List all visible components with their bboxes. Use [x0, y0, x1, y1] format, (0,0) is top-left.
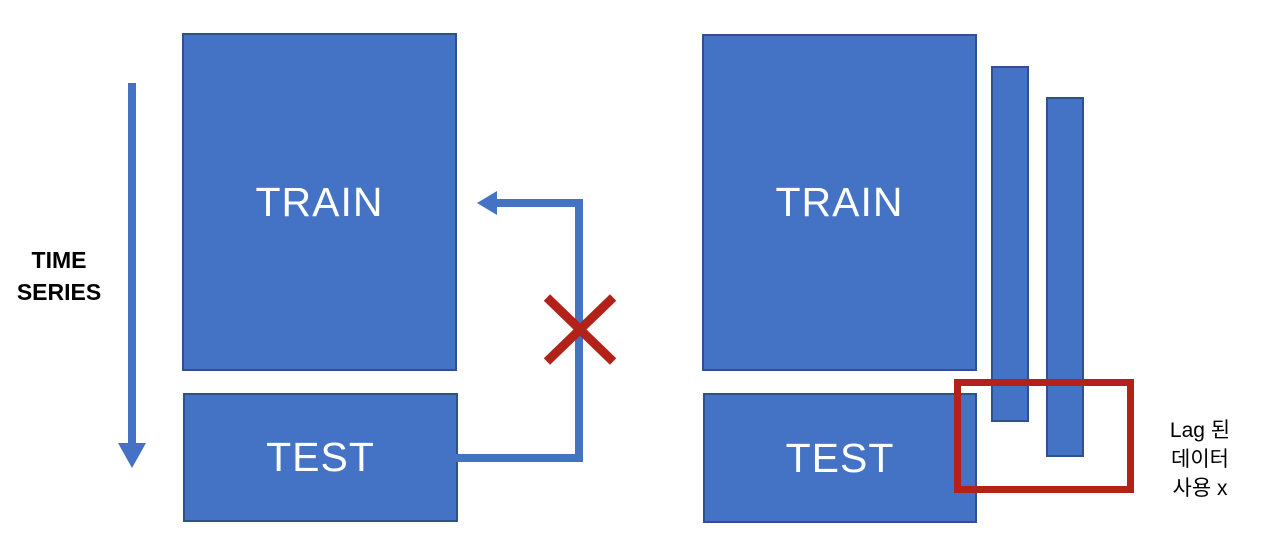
- lag-feature-bar-1: [991, 66, 1029, 422]
- lag-annotation: Lag 된 데이터 사용 x: [1143, 416, 1257, 503]
- train-box-right-label: TRAIN: [775, 179, 904, 225]
- lag-annotation-line1: Lag 된: [1169, 419, 1231, 442]
- leakage-arrow-top-segment: [493, 199, 583, 207]
- lag-annotation-line3: 사용 x: [1172, 477, 1228, 500]
- lag-feature-bar-2: [1046, 97, 1084, 457]
- leakage-arrow-bottom-segment: [456, 454, 583, 462]
- train-box-right: TRAIN: [702, 34, 977, 371]
- test-box-right-label: TEST: [785, 434, 895, 481]
- red-x-icon: [543, 294, 617, 365]
- test-box-left-label: TEST: [266, 434, 375, 480]
- time-axis-arrow-line: [128, 83, 136, 443]
- time-axis-arrow-down-icon: [118, 443, 146, 468]
- test-box-left: TEST: [183, 393, 458, 522]
- time-series-axis-label-line1: TIME: [31, 247, 87, 273]
- time-series-axis-label: TIME SERIES: [7, 244, 111, 308]
- lag-highlight-rectangle: [954, 379, 1134, 493]
- time-series-axis-label-line2: SERIES: [16, 279, 102, 305]
- train-box-left: TRAIN: [182, 33, 457, 371]
- test-box-right: TEST: [703, 393, 977, 523]
- train-box-left-label: TRAIN: [255, 178, 384, 225]
- leakage-arrow-left-head-icon: [477, 191, 497, 215]
- lag-annotation-line2: 데이터: [1171, 448, 1229, 471]
